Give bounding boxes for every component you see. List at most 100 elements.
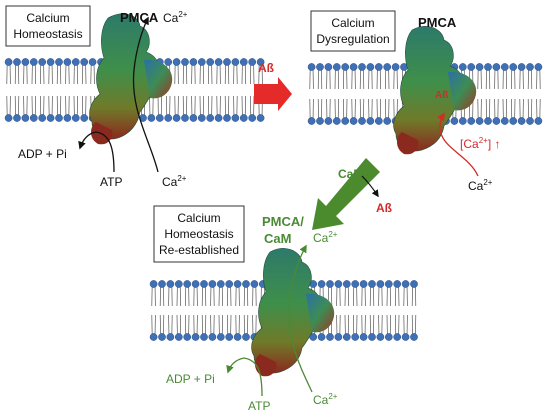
- lipid-head: [492, 63, 501, 71]
- lipid-head: [534, 117, 543, 125]
- ab-transition-arrow: Aß: [254, 61, 292, 111]
- lipid-head: [467, 63, 476, 71]
- lipid-head: [233, 333, 242, 341]
- lipid-head: [71, 58, 80, 66]
- lipid-head: [166, 280, 175, 288]
- lipid-head: [349, 63, 358, 71]
- ca-top-label: Ca2+: [163, 10, 188, 25]
- pmca-label: PMCA: [418, 15, 457, 30]
- box-line: Homeostasis: [164, 227, 233, 241]
- ab-bound-label: Aß: [435, 90, 448, 101]
- lipid-head: [13, 58, 21, 66]
- lipid-head: [256, 58, 265, 66]
- pmca-protein-icon: [89, 13, 173, 145]
- lipid-head: [208, 333, 217, 341]
- lipid-head: [149, 333, 158, 341]
- pmca-cam-label: PMCA/: [262, 214, 304, 229]
- pmca-protein-icon: [393, 26, 477, 155]
- atp-label: ATP: [248, 399, 270, 413]
- lipid-head: [55, 114, 63, 122]
- lipid-head: [13, 114, 21, 122]
- lipid-head: [242, 280, 250, 288]
- big-green-arrow-icon: [312, 158, 380, 230]
- label-box-dysregulation: [310, 10, 396, 52]
- lipid-head: [500, 63, 509, 71]
- lipid-head: [316, 117, 324, 125]
- atp-label: ATP: [100, 175, 122, 189]
- panel-homeostasis: Calcium Homeostasis PMCA Ca2+ Ca2+ ADP +…: [5, 5, 188, 189]
- lipid-head: [526, 117, 534, 125]
- lipid-head: [316, 63, 324, 71]
- lipid-head: [317, 333, 326, 341]
- ca-efflux-arrow: [288, 244, 313, 393]
- lipid-head: [206, 114, 215, 122]
- lipid-head: [191, 280, 200, 288]
- lipid-head: [174, 333, 183, 341]
- lipid-head: [341, 63, 350, 71]
- lipid-head: [214, 114, 223, 122]
- lipid-head: [334, 333, 343, 341]
- lipid-head: [225, 280, 234, 288]
- lipid-head: [410, 280, 418, 288]
- lipid-head: [324, 63, 333, 71]
- lipid-head: [55, 58, 63, 66]
- box-line: Homeostasis: [13, 27, 82, 41]
- lipid-head: [80, 58, 89, 66]
- lipid-head: [155, 114, 164, 122]
- lipid-head: [225, 333, 234, 341]
- ca-bottom-label: Ca2+: [162, 174, 187, 189]
- lipid-head: [21, 58, 30, 66]
- lipid-head: [517, 117, 526, 125]
- lipid-head: [63, 114, 72, 122]
- adp-pi-label: ADP + Pi: [18, 147, 67, 161]
- lipid-head: [248, 58, 257, 66]
- lipid-head: [231, 58, 240, 66]
- lipid-head: [158, 333, 166, 341]
- box-line: Calcium: [331, 16, 374, 30]
- lipid-head: [358, 63, 366, 71]
- ca-bottom-label: Ca2+: [313, 392, 338, 407]
- lipid-head: [383, 63, 392, 71]
- lipid-head: [393, 333, 402, 341]
- lipid-head: [4, 58, 13, 66]
- lipid-head: [164, 58, 173, 66]
- lipid-head: [509, 117, 518, 125]
- lipid-head: [29, 58, 38, 66]
- lipid-head: [223, 58, 231, 66]
- lipid-head: [200, 280, 208, 288]
- box-line: Re-established: [159, 243, 239, 257]
- lipid-head: [374, 63, 383, 71]
- lipid-head: [189, 114, 198, 122]
- lipid-head: [376, 333, 385, 341]
- lipid-head: [181, 58, 189, 66]
- lipid-head: [384, 280, 393, 288]
- pmca-cam-label: CaM: [264, 231, 291, 246]
- lipid-head: [181, 114, 189, 122]
- lipid-head: [174, 280, 183, 288]
- lipid-head: [342, 333, 351, 341]
- lipid-head: [492, 117, 501, 125]
- lipid-head: [183, 333, 192, 341]
- box-line: Dysregulation: [316, 32, 389, 46]
- lipid-head: [401, 280, 410, 288]
- lipid-head: [214, 58, 223, 66]
- lipid-head: [341, 117, 350, 125]
- lipid-head: [166, 333, 175, 341]
- ca-efflux-arrow: [132, 16, 159, 173]
- lipid-head: [324, 117, 333, 125]
- box-line: Calcium: [177, 211, 220, 225]
- ca-bottom-label: Ca2+: [468, 178, 493, 193]
- lipid-head: [342, 280, 351, 288]
- lipid-head: [250, 280, 259, 288]
- lipid-head: [366, 117, 375, 125]
- cam-transition-arrow: CaM Aß: [312, 158, 392, 230]
- lipid-head: [38, 58, 47, 66]
- lipid-head: [242, 333, 250, 341]
- lipid-head: [38, 114, 47, 122]
- lipid-head: [223, 114, 231, 122]
- lipid-head: [233, 280, 242, 288]
- lipid-head: [46, 58, 55, 66]
- lipid-head: [231, 114, 240, 122]
- pmca-cam-protein-icon: [251, 248, 335, 377]
- lipid-head: [21, 114, 30, 122]
